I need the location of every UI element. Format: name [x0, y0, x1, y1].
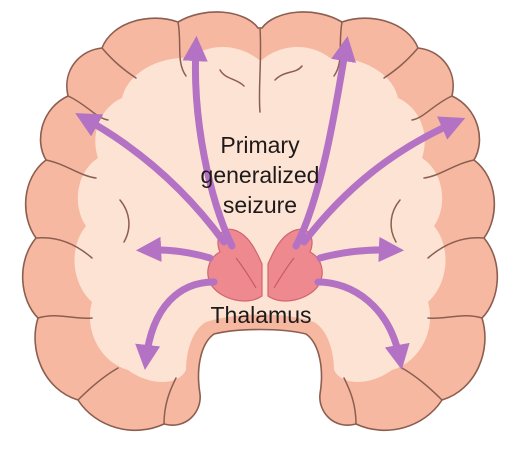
thalamus-label: Thalamus — [186, 300, 336, 330]
seizure-label-line-3: seizure — [170, 190, 350, 220]
primary-generalized-seizure-label: Primary generalized seizure — [170, 130, 350, 220]
seizure-label-line-1: Primary — [170, 130, 350, 160]
seizure-label-line-2: generalized — [170, 160, 350, 190]
